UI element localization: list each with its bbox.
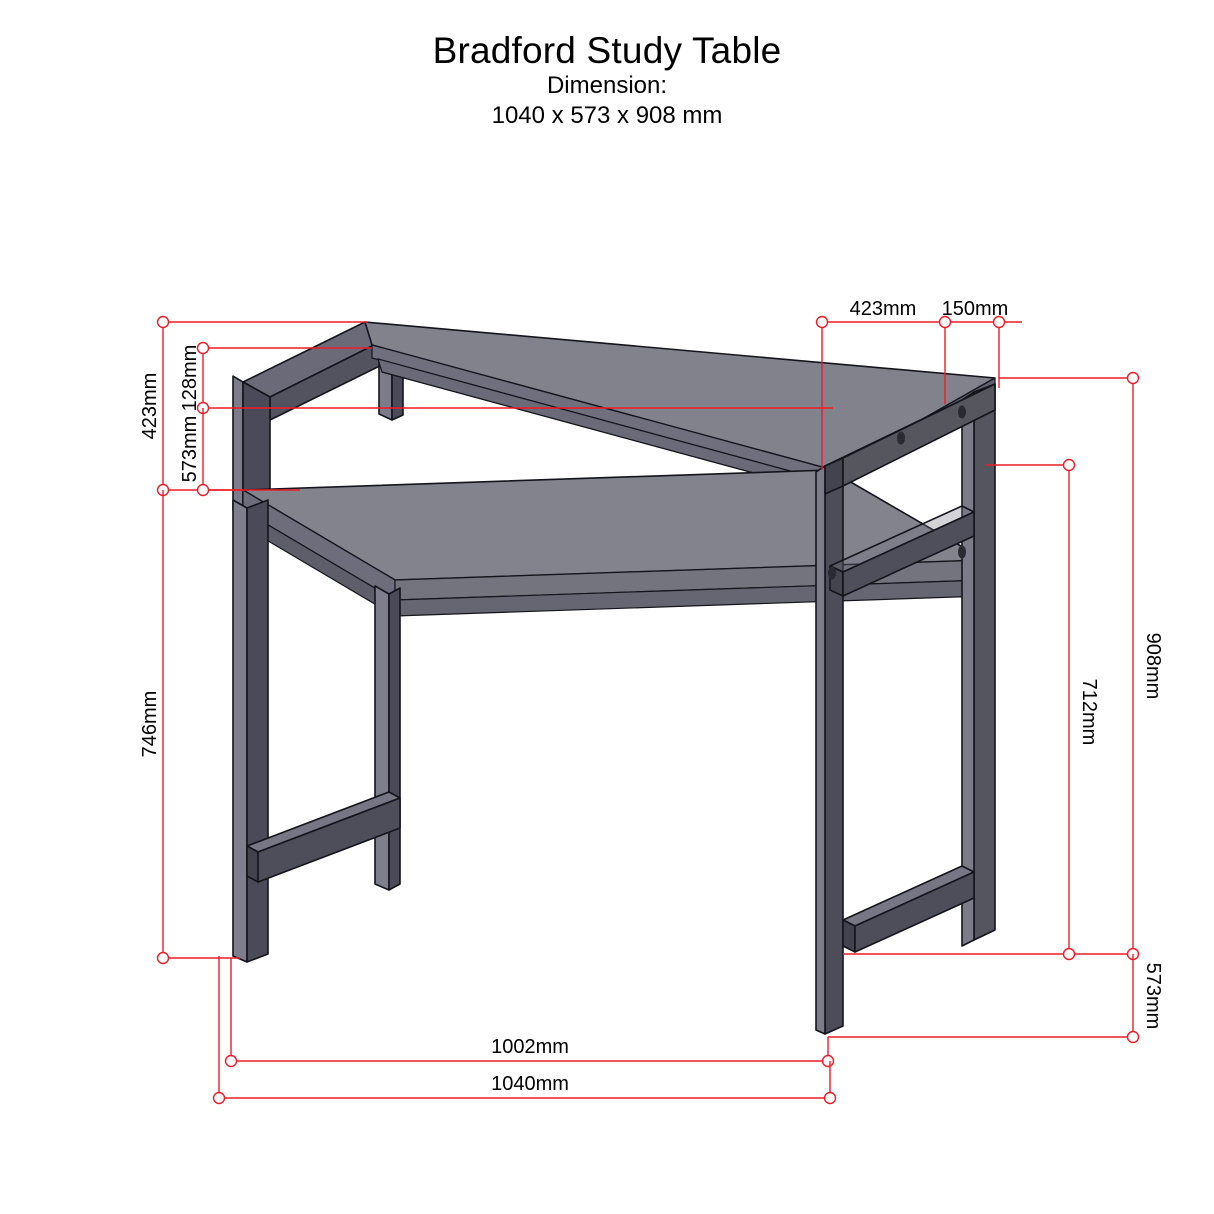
left-frame-leg-assembly [232, 499, 401, 963]
dim-label-left-746: 746mm [139, 691, 161, 758]
dim-label-right-908: 908mm [1142, 633, 1164, 700]
bolt-hole-icon [958, 545, 966, 559]
dimension-right-group: 908mm 712mm 573mm [828, 371, 1164, 1044]
dim-label-bottom-1040: 1040mm [491, 1073, 569, 1095]
dim-label-bottom-1002: 1002mm [491, 1036, 569, 1058]
dimension-left-group: 423mm 128mm 573mm 746mm [139, 315, 833, 965]
desktop-panel [242, 469, 986, 617]
dimension-bottom-group: 1002mm 1040mm [212, 956, 837, 1105]
bolt-hole-icon [897, 431, 905, 445]
study-table-isometric [232, 321, 996, 1035]
dim-label-right-712: 712mm [1078, 679, 1100, 746]
dim-label-left-128: 128mm [179, 345, 201, 412]
dim-label-left-423: 423mm [139, 373, 161, 440]
left-frame-upper-riser [232, 321, 404, 524]
bolt-hole-icon [958, 405, 966, 419]
dim-label-top-423: 423mm [850, 298, 917, 320]
dimension-top-group: 423mm 150mm [815, 298, 1022, 470]
bolt-hole-icon [828, 566, 836, 580]
upper-shelf-panel [364, 321, 996, 498]
dim-label-left-573: 573mm [179, 416, 201, 483]
dim-label-right-573: 573mm [1142, 963, 1164, 1030]
dim-label-top-150: 150mm [942, 298, 1009, 320]
right-frame-assembly [815, 383, 996, 1035]
